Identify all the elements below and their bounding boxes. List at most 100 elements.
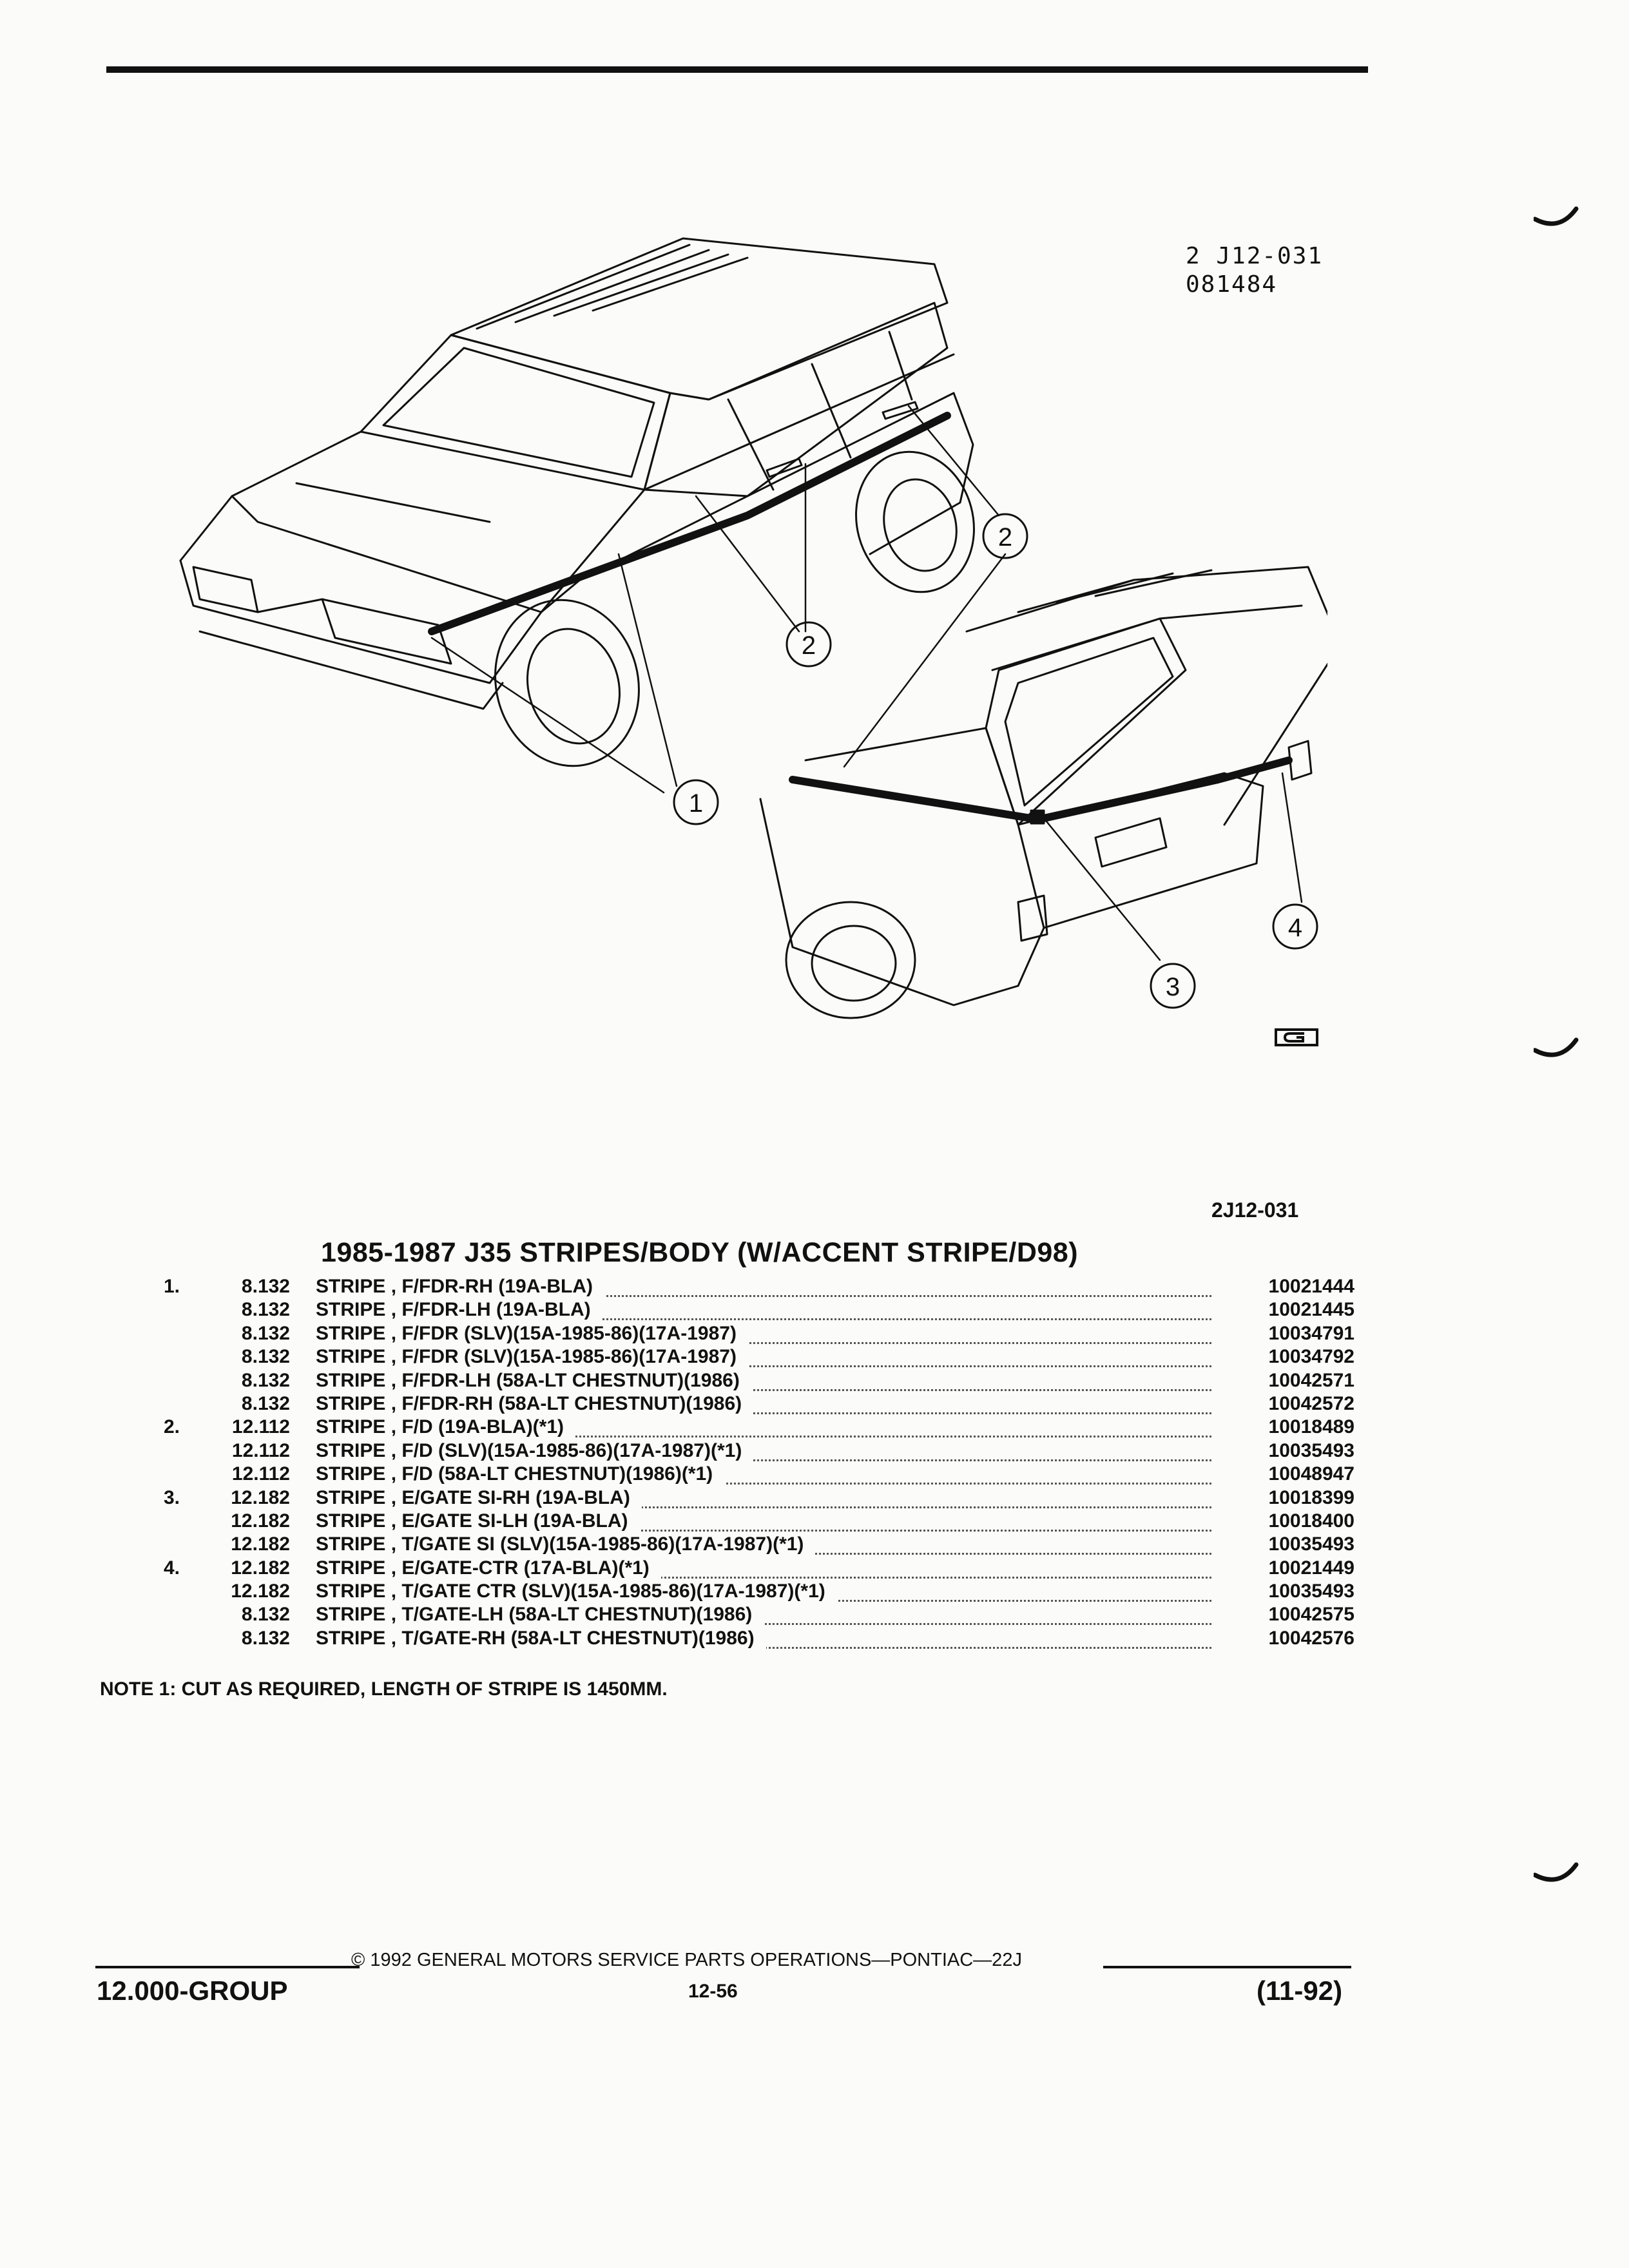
binder-mark — [1532, 1037, 1579, 1063]
part-description: STRIPE , F/D (SLV)(15A-1985-86)(17A-1987… — [316, 1439, 754, 1461]
rear-car-drawing — [759, 566, 1342, 1019]
level-code: 8.132 — [241, 1276, 290, 1297]
parts-list: 1. 8.132 STRIPE , F/FDR-RH (19A-BLA) 100… — [155, 1276, 1360, 1651]
level-code: 8.132 — [241, 1346, 290, 1368]
part-description: STRIPE , F/FDR-LH (19A-BLA) — [316, 1299, 602, 1321]
part-number: 10035493 — [1268, 1533, 1354, 1555]
dot-leader — [316, 1483, 1211, 1508]
part-number: 10042575 — [1268, 1604, 1354, 1626]
level-code: 12.182 — [231, 1510, 290, 1532]
part-number: 10034792 — [1268, 1346, 1354, 1368]
level-code: 12.182 — [231, 1581, 290, 1602]
callout-label: 2 — [802, 631, 816, 660]
binder-mark — [1532, 206, 1579, 232]
parts-illustration: 1 2 2 3 4 — [129, 219, 1342, 1076]
part-description: STRIPE , E/GATE-CTR (17A-BLA)(*1) — [316, 1557, 661, 1579]
dot-leader — [316, 1366, 1211, 1391]
level-code: 12.112 — [231, 1416, 290, 1438]
dot-leader — [316, 1389, 1211, 1414]
part-description: STRIPE , F/FDR-LH (58A-LT CHESTNUT)(1986… — [316, 1369, 751, 1391]
callouts — [673, 513, 1318, 1009]
dot-leader — [316, 1272, 1211, 1297]
part-number: 10035493 — [1268, 1439, 1354, 1461]
drawing-id: 2 J12-031 081484 — [1186, 242, 1323, 299]
part-description: STRIPE , T/GATE CTR (SLV)(15A-1985-86)(1… — [316, 1581, 837, 1602]
item-number: 3. — [164, 1486, 180, 1508]
parts-row: 8.132 STRIPE , F/FDR (SLV)(15A-1985-86)(… — [155, 1346, 1360, 1369]
parts-row: 8.132 STRIPE , F/FDR-LH (58A-LT CHESTNUT… — [155, 1369, 1360, 1393]
page-number: 12-56 — [688, 1981, 738, 2002]
group-label: 12.000-GROUP — [97, 1975, 288, 2006]
drawing-id-line1: 2 J12-031 — [1186, 243, 1324, 269]
part-description: STRIPE , E/GATE SI-LH (19A-BLA) — [316, 1510, 640, 1532]
part-number: 10018400 — [1268, 1510, 1354, 1532]
level-code: 8.132 — [241, 1392, 290, 1414]
dot-leader — [316, 1553, 1211, 1579]
parts-row: 2. 12.112 STRIPE , F/D (19A-BLA)(*1) 100… — [155, 1416, 1360, 1439]
dot-leader — [316, 1412, 1211, 1438]
part-number: 10018489 — [1268, 1416, 1354, 1438]
part-description: STRIPE , F/FDR (SLV)(15A-1985-86)(17A-19… — [316, 1322, 748, 1344]
callout-1 — [673, 779, 719, 825]
footnote: NOTE 1: CUT AS REQUIRED, LENGTH OF STRIP… — [100, 1678, 668, 1700]
level-code: 12.182 — [231, 1533, 290, 1555]
dot-leader — [316, 1319, 1211, 1344]
parts-row: 8.132 STRIPE , F/FDR-LH (19A-BLA) 100214… — [155, 1299, 1360, 1322]
parts-row: 12.112 STRIPE , F/D (58A-LT CHESTNUT)(19… — [155, 1463, 1360, 1486]
callout-2a — [786, 621, 832, 668]
parts-row: 8.132 STRIPE , F/FDR-RH (58A-LT CHESTNUT… — [155, 1392, 1360, 1416]
callout-label: 1 — [689, 789, 703, 818]
top-rule — [106, 66, 1368, 73]
part-number: 10048947 — [1268, 1463, 1354, 1485]
dot-leader — [316, 1436, 1211, 1461]
reference-code: 2J12-031 — [1211, 1198, 1299, 1222]
part-description: STRIPE , F/D (19A-BLA)(*1) — [316, 1416, 576, 1438]
level-code: 12.182 — [231, 1557, 290, 1579]
part-description: STRIPE , E/GATE SI-RH (19A-BLA) — [316, 1486, 642, 1508]
callout-label: 2 — [998, 523, 1012, 552]
part-number: 10042572 — [1268, 1392, 1354, 1414]
level-code: 8.132 — [241, 1604, 290, 1626]
section-title: 1985-1987 J35 STRIPES/BODY (W/ACCENT STR… — [321, 1237, 1079, 1268]
part-description: STRIPE , F/FDR-RH (58A-LT CHESTNUT)(1986… — [316, 1392, 754, 1414]
part-number: 10034791 — [1268, 1322, 1354, 1344]
part-number: 10042576 — [1268, 1627, 1354, 1649]
part-number: 10021444 — [1268, 1276, 1354, 1297]
revision-date: (11-92) — [1257, 1975, 1343, 2006]
dot-leader — [316, 1600, 1211, 1626]
dot-leader — [316, 1459, 1211, 1485]
parts-row: 8.132 STRIPE , F/FDR (SLV)(15A-1985-86)(… — [155, 1322, 1360, 1346]
part-number: 10035493 — [1268, 1581, 1354, 1602]
level-code: 8.132 — [241, 1627, 290, 1649]
parts-row: 12.182 STRIPE , T/GATE CTR (SLV)(15A-198… — [155, 1581, 1360, 1604]
level-code: 12.112 — [231, 1439, 290, 1461]
parts-row: 4. 12.182 STRIPE , E/GATE-CTR (17A-BLA)(… — [155, 1557, 1360, 1581]
item-number: 4. — [164, 1557, 180, 1579]
part-description: STRIPE , F/FDR-RH (19A-BLA) — [316, 1276, 604, 1297]
parts-row: 8.132 STRIPE , T/GATE-RH (58A-LT CHESTNU… — [155, 1627, 1360, 1651]
callout-4 — [1272, 903, 1318, 950]
leader-lines — [430, 405, 1303, 961]
dot-leader — [316, 1295, 1211, 1321]
part-number: 10021445 — [1268, 1299, 1354, 1321]
dot-leader — [316, 1342, 1211, 1368]
part-number: 10042571 — [1268, 1369, 1354, 1391]
part-description: STRIPE , T/GATE SI (SLV)(15A-1985-86)(17… — [316, 1533, 816, 1555]
level-code: 8.132 — [241, 1369, 290, 1391]
binder-mark — [1532, 1862, 1579, 1888]
part-number: 10018399 — [1268, 1486, 1354, 1508]
copyright-line: © 1992 GENERAL MOTORS SERVICE PARTS OPER… — [351, 1950, 1022, 1970]
part-description: STRIPE , T/GATE-LH (58A-LT CHESTNUT)(198… — [316, 1604, 764, 1626]
level-code: 8.132 — [241, 1322, 290, 1344]
callout-label: 3 — [1166, 973, 1180, 1001]
parts-row: 8.132 STRIPE , T/GATE-LH (58A-LT CHESTNU… — [155, 1604, 1360, 1627]
item-number: 2. — [164, 1416, 180, 1438]
part-number: 10021449 — [1268, 1557, 1354, 1579]
part-description: STRIPE , T/GATE-RH (58A-LT CHESTNUT)(198… — [316, 1627, 766, 1649]
footer-rule-left — [95, 1966, 360, 1968]
item-number: 1. — [164, 1276, 180, 1297]
drawing-id-line2: 081484 — [1186, 271, 1278, 298]
parts-row: 12.182 STRIPE , T/GATE SI (SLV)(15A-1985… — [155, 1533, 1360, 1557]
dot-leader — [316, 1506, 1211, 1532]
level-code: 12.182 — [231, 1486, 290, 1508]
